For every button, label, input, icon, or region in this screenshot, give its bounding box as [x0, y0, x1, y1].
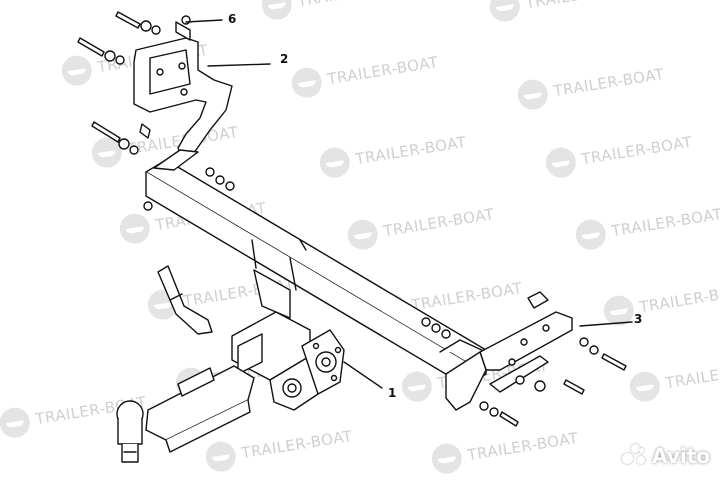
bolt-set-mid-left	[91, 121, 151, 155]
callout-leaders	[185, 19, 633, 389]
callout-label-1: 1	[388, 386, 397, 400]
callout-label-6: 6	[228, 12, 237, 26]
support-bar	[157, 265, 213, 335]
nut-set-beam	[143, 167, 549, 339]
hitch-receiver	[231, 269, 345, 411]
mounting-bracket-2	[133, 37, 233, 163]
bolt-set-right	[479, 337, 627, 427]
mounting-bracket-3	[445, 311, 573, 411]
avito-badge: Avito	[622, 444, 710, 468]
avito-logo-icon	[622, 444, 648, 468]
callout-label-2: 2	[280, 52, 289, 66]
bolt-set-top	[115, 11, 191, 41]
tow-ball-arm	[116, 365, 255, 463]
avito-text: Avito	[652, 444, 710, 468]
callout-label-3: 3	[634, 312, 643, 326]
bolt-set-upper-left	[77, 37, 125, 65]
